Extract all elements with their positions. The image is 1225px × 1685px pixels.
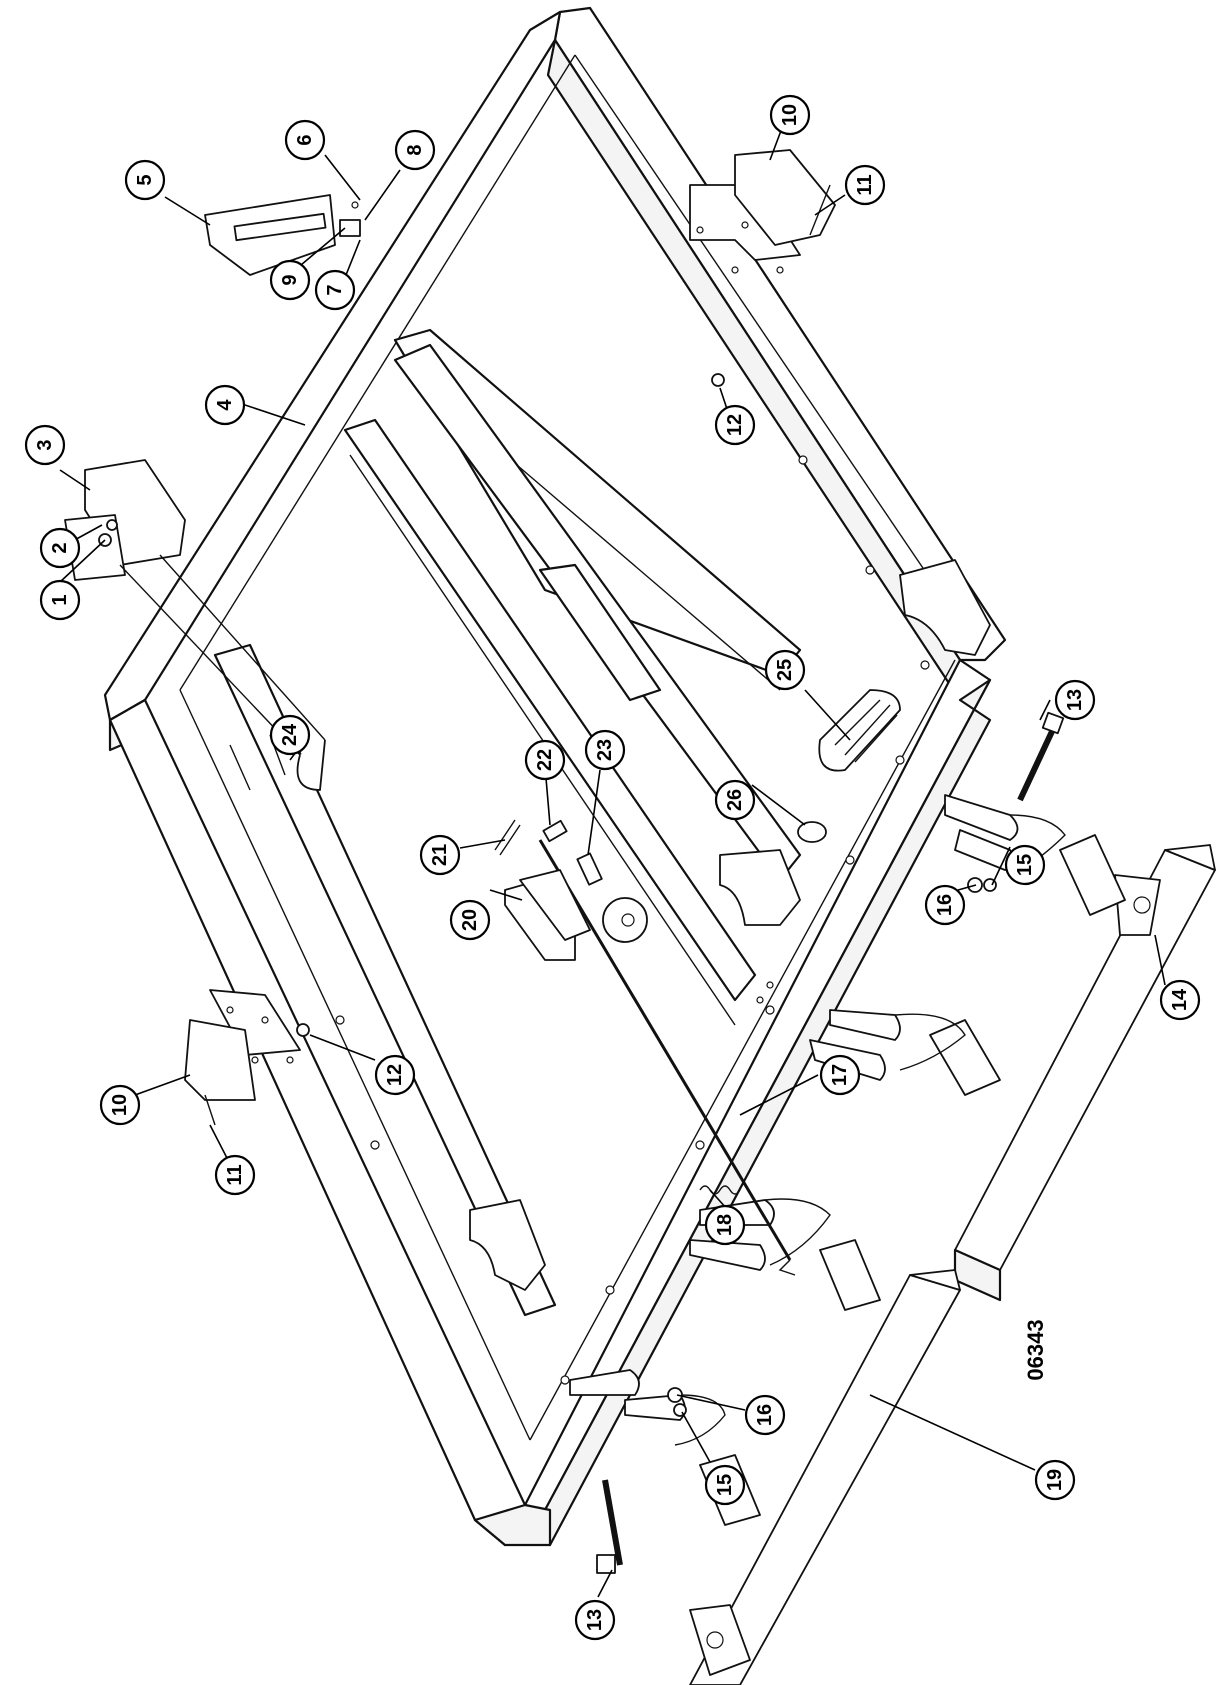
label-number: 8 <box>404 144 426 155</box>
label-bubble-10: 10 <box>769 94 811 136</box>
label-bubble-18: 18 <box>704 1204 746 1246</box>
washer-15-lower <box>673 1403 687 1417</box>
label-bubble-13: 13 <box>1054 679 1096 721</box>
label-bubble-4: 4 <box>204 384 246 426</box>
leader-lines <box>59 127 1166 1598</box>
label-number: 7 <box>324 284 346 295</box>
label-number: 3 <box>34 439 56 450</box>
label-number: 10 <box>109 1094 131 1116</box>
label-bubble-24: 24 <box>269 714 311 756</box>
rail-14 <box>929 834 1216 1302</box>
label-bubble-13: 13 <box>574 1599 616 1641</box>
label-bubble-9: 9 <box>269 259 311 301</box>
main-frame <box>103 6 1007 1547</box>
label-bubble-16: 16 <box>744 1394 786 1436</box>
label-number: 10 <box>779 104 801 126</box>
label-number: 16 <box>934 894 956 916</box>
label-bubble-16: 16 <box>924 884 966 926</box>
label-number: 6 <box>294 134 316 145</box>
nut-12-lower <box>296 1023 310 1037</box>
figure-id: 06343 <box>1023 1319 1048 1380</box>
label-number: 16 <box>754 1404 776 1426</box>
label-bubble-2: 2 <box>39 527 81 569</box>
label-bubble-22: 22 <box>524 739 566 781</box>
label-bubble-15: 15 <box>1004 844 1046 886</box>
label-bubble-12: 12 <box>374 1054 416 1096</box>
label-bubble-25: 25 <box>764 649 806 691</box>
label-number: 13 <box>1064 689 1086 711</box>
label-bubble-14: 14 <box>1159 979 1201 1021</box>
label-bubble-8: 8 <box>394 129 436 171</box>
label-number: 22 <box>534 749 556 771</box>
label-bubble-12: 12 <box>714 404 756 446</box>
nut-12-upper <box>711 373 725 387</box>
label-number: 15 <box>714 1474 736 1496</box>
label-bubble-7: 7 <box>314 269 356 311</box>
label-number: 23 <box>594 739 616 761</box>
label-number: 17 <box>829 1064 851 1086</box>
label-number: 13 <box>584 1609 606 1631</box>
label-number: 11 <box>224 1164 246 1185</box>
lever-assembly <box>494 819 648 961</box>
label-bubble-1: 1 <box>39 579 81 621</box>
rod-17-end <box>778 1259 796 1276</box>
label-number: 2 <box>49 542 71 553</box>
handle-grip-25 <box>797 689 901 843</box>
label-bubble-23: 23 <box>584 729 626 771</box>
label-number: 15 <box>1014 854 1036 876</box>
label-bubble-5: 5 <box>124 159 166 201</box>
label-number: 25 <box>774 659 796 681</box>
label-number: 20 <box>459 909 481 931</box>
socket-10-upper <box>689 149 836 274</box>
label-bubble-10: 10 <box>99 1084 141 1126</box>
label-bubble-20: 20 <box>449 899 491 941</box>
label-number: 12 <box>724 414 746 436</box>
socket-10-lower <box>184 989 301 1126</box>
spring-18 <box>699 1185 741 1195</box>
nut-16-lower <box>667 1387 683 1403</box>
label-number: 9 <box>279 274 301 285</box>
label-bubble-11: 11 <box>844 164 886 206</box>
label-number: 24 <box>279 723 301 746</box>
marker-plate-5 <box>204 194 361 276</box>
label-number: 5 <box>134 174 156 185</box>
bolt-13-right <box>1017 711 1065 802</box>
label-number: 19 <box>1044 1469 1066 1491</box>
label-bubble-19: 19 <box>1034 1459 1076 1501</box>
part-number-bubbles: 1234567891010111112121313141515161617181… <box>24 94 1201 1641</box>
label-number: 26 <box>724 789 746 811</box>
label-bubble-3: 3 <box>24 424 66 466</box>
label-number: 11 <box>854 174 876 195</box>
label-number: 21 <box>429 844 451 866</box>
rod-17 <box>538 839 792 1261</box>
label-bubble-11: 11 <box>214 1154 256 1196</box>
label-bubble-21: 21 <box>419 834 461 876</box>
label-bubble-15: 15 <box>704 1464 746 1506</box>
label-bubble-26: 26 <box>714 779 756 821</box>
label-number: 18 <box>714 1214 736 1236</box>
rail-19 <box>689 1239 961 1685</box>
label-number: 14 <box>1169 988 1191 1011</box>
label-number: 1 <box>49 594 71 605</box>
label-number: 4 <box>214 399 236 411</box>
bolt-13-left <box>596 1479 623 1574</box>
label-bubble-6: 6 <box>284 119 326 161</box>
label-bubble-17: 17 <box>819 1054 861 1096</box>
label-number: 12 <box>384 1064 406 1086</box>
